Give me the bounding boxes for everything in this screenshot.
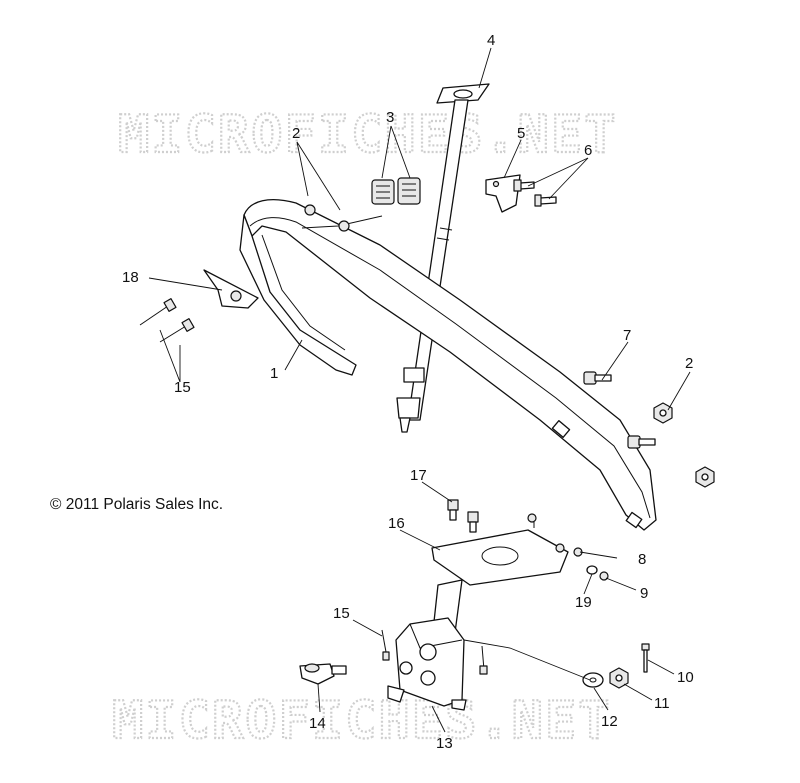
callout-2-top: 2 — [292, 125, 300, 142]
bolt-extra — [627, 435, 656, 449]
callout-11: 11 — [654, 695, 670, 712]
callout-13: 13 — [436, 735, 453, 752]
nuts-8 — [527, 513, 583, 557]
nut-11 — [609, 667, 629, 689]
housing-13 — [387, 617, 467, 711]
watermark-top: MICROFICHES.NET — [118, 105, 618, 165]
callout-8: 8 — [638, 551, 646, 568]
callout-16: 16 — [388, 515, 405, 532]
steering-frame — [239, 199, 657, 531]
copyright-notice: © 2011 Polaris Sales Inc. — [50, 496, 223, 513]
callout-12: 12 — [601, 713, 618, 730]
bolt-10 — [641, 643, 650, 673]
rivets-15-top — [139, 298, 195, 343]
callout-19: 19 — [575, 594, 592, 611]
callout-5: 5 — [517, 125, 525, 142]
bracket-5 — [485, 174, 521, 213]
nut-extra — [695, 466, 715, 488]
bracket-18 — [203, 269, 259, 309]
steering-shaft — [396, 83, 490, 433]
callout-7: 7 — [623, 327, 631, 344]
callout-15-top: 15 — [174, 379, 191, 396]
watermark-bottom: MICROFICHES.NET — [112, 691, 612, 751]
yoke-14 — [299, 663, 347, 685]
leader-lines — [148, 47, 691, 733]
bolts-17 — [447, 499, 479, 533]
bushings — [371, 177, 421, 205]
nut-2-right — [653, 402, 673, 424]
washer-19 — [586, 565, 598, 575]
rivet-15-lower — [381, 629, 390, 661]
callout-3: 3 — [386, 109, 394, 126]
callout-10: 10 — [677, 669, 694, 686]
callout-14: 14 — [309, 715, 326, 732]
callout-1: 1 — [270, 365, 278, 382]
callout-9: 9 — [640, 585, 648, 602]
pin — [479, 645, 488, 675]
callout-6: 6 — [584, 142, 592, 159]
bolt-7 — [583, 371, 612, 385]
bolts-6 — [513, 179, 557, 207]
plate-16 — [431, 520, 569, 586]
washer-12 — [582, 672, 604, 688]
callout-15-bottom: 15 — [333, 605, 350, 622]
callout-4: 4 — [487, 32, 495, 49]
callout-18: 18 — [122, 269, 139, 286]
callout-2-right: 2 — [685, 355, 693, 372]
callout-17: 17 — [410, 467, 427, 484]
